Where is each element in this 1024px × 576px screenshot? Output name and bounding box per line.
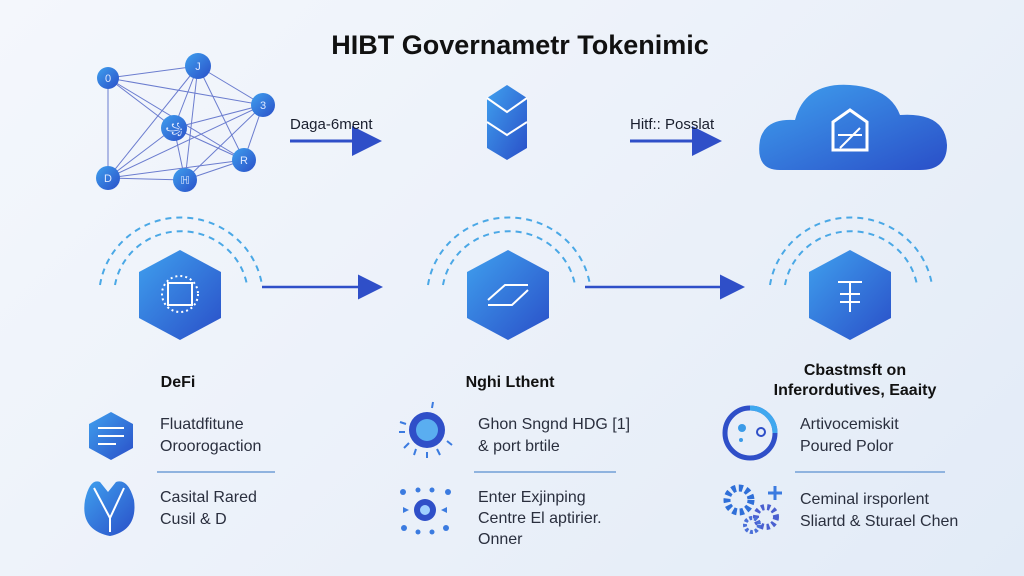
item-line: Fluatdfitune xyxy=(160,416,244,433)
item-line: Oroorogaction xyxy=(160,438,262,455)
dashed-arcs xyxy=(99,216,933,286)
item-line: Sliartd & Sturael Chen xyxy=(800,513,959,530)
item-line: & port brtile xyxy=(478,438,560,455)
item-line: Centre El aptirier. xyxy=(478,510,602,527)
cloud-icon xyxy=(759,84,947,170)
column-heading-middle: Nghi Lthent xyxy=(465,374,555,391)
item-line: Onner xyxy=(478,531,523,548)
page-title: HIBT Governametr Tokenimic xyxy=(331,30,709,60)
svg-text:0: 0 xyxy=(105,73,111,85)
svg-text:D: D xyxy=(104,173,112,185)
hexagon-middle-icon xyxy=(467,250,549,340)
svg-text:R: R xyxy=(240,155,248,167)
item-line: Cusil & D xyxy=(160,511,227,528)
sun-target-icon xyxy=(399,401,453,458)
column-heading-defi: DeFi xyxy=(160,374,196,391)
flow-label-1: Daga-6ment xyxy=(290,116,373,133)
document-hexagon-icon xyxy=(89,412,133,460)
network-nodes xyxy=(96,53,275,192)
divider xyxy=(474,471,616,473)
list-item: Ghon Sngnd HDG [1] & port brtile xyxy=(478,414,630,458)
item-line: Enter Exjinping xyxy=(478,489,586,506)
heading-line-1: Cbastmsft on xyxy=(803,362,907,379)
column-heading-right: Cbastmsft on Inferordutives, Eaaity xyxy=(740,361,970,401)
divider xyxy=(795,471,945,473)
connections-icon xyxy=(400,487,451,535)
item-line: Poured Polor xyxy=(800,438,894,455)
flow-label-2: Hitf:: Posslat xyxy=(630,116,715,133)
shield-icon xyxy=(84,481,135,536)
item-line: Ceminal irsporlent xyxy=(800,491,929,508)
heading-line-2: Inferordutives, Eaaity xyxy=(773,382,937,399)
divider xyxy=(157,471,275,473)
item-line: Ghon Sngnd HDG [1] xyxy=(478,416,631,433)
svg-text:J: J xyxy=(195,61,201,73)
svg-text:꧁: ꧁ xyxy=(165,122,182,137)
item-line: Artivocemiskit xyxy=(800,416,899,433)
ring-chart-icon xyxy=(722,405,778,461)
gears-icon xyxy=(723,484,782,534)
cube-icon xyxy=(486,85,528,160)
item-line: Casital Rared xyxy=(160,489,257,506)
hexagon-defi-icon xyxy=(139,250,221,340)
svg-text:3: 3 xyxy=(260,100,266,112)
svg-text:ℍ: ℍ xyxy=(180,175,189,187)
